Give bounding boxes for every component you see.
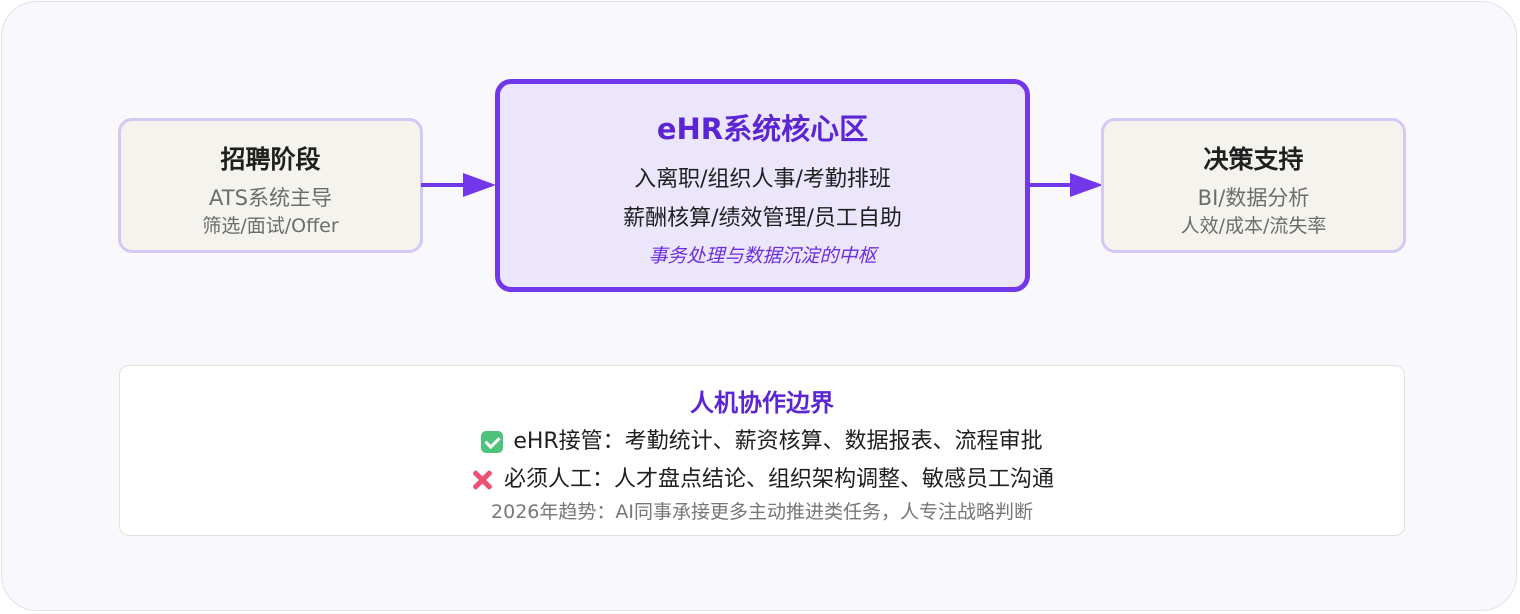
recruitment-stage-box: 招聘阶段 ATS系统主导 筛选/面试/Offer	[118, 118, 423, 253]
decision-support-subtitle: BI/数据分析	[1197, 186, 1310, 210]
ehr-takeover-text: eHR接管：考勤统计、薪资核算、数据报表、流程审批	[513, 429, 1043, 454]
ehr-core-line1: 入离职/组织人事/考勤排班	[634, 167, 891, 192]
ehr-core-note: 事务处理与数据沉淀的中枢	[648, 245, 877, 267]
collaboration-boundary-box: 人机协作边界 eHR接管：考勤统计、薪资核算、数据报表、流程审批 必须人工：人才…	[119, 365, 1405, 536]
decision-support-detail: 人效/成本/流失率	[1180, 215, 1327, 237]
human-required-text: 必须人工：人才盘点结论、组织架构调整、敏感员工沟通	[503, 467, 1054, 492]
check-icon	[481, 431, 504, 453]
arrow-recruitment-to-core	[421, 173, 496, 197]
ehr-core-line2: 薪酬核算/绩效管理/员工自助	[623, 206, 902, 231]
cross-icon	[470, 468, 494, 492]
ehr-takeover-line: eHR接管：考勤统计、薪资核算、数据报表、流程审批	[120, 428, 1404, 456]
arrow-core-to-decision	[1028, 173, 1103, 197]
ehr-core-box: eHR系统核心区 入离职/组织人事/考勤排班 薪酬核算/绩效管理/员工自助 事务…	[495, 79, 1030, 292]
human-required-line: 必须人工：人才盘点结论、组织架构调整、敏感员工沟通	[120, 466, 1404, 494]
ehr-core-title: eHR系统核心区	[656, 112, 869, 146]
boundary-title: 人机协作边界	[690, 389, 834, 417]
recruitment-stage-subtitle: ATS系统主导	[209, 186, 332, 210]
trend-note: 2026年趋势：AI同事承接更多主动推进类任务，人专注战略判断	[491, 501, 1033, 523]
recruitment-stage-detail: 筛选/面试/Offer	[202, 215, 339, 237]
decision-support-box: 决策支持 BI/数据分析 人效/成本/流失率	[1101, 118, 1406, 253]
decision-support-title: 决策支持	[1203, 145, 1304, 174]
recruitment-stage-title: 招聘阶段	[220, 145, 321, 174]
